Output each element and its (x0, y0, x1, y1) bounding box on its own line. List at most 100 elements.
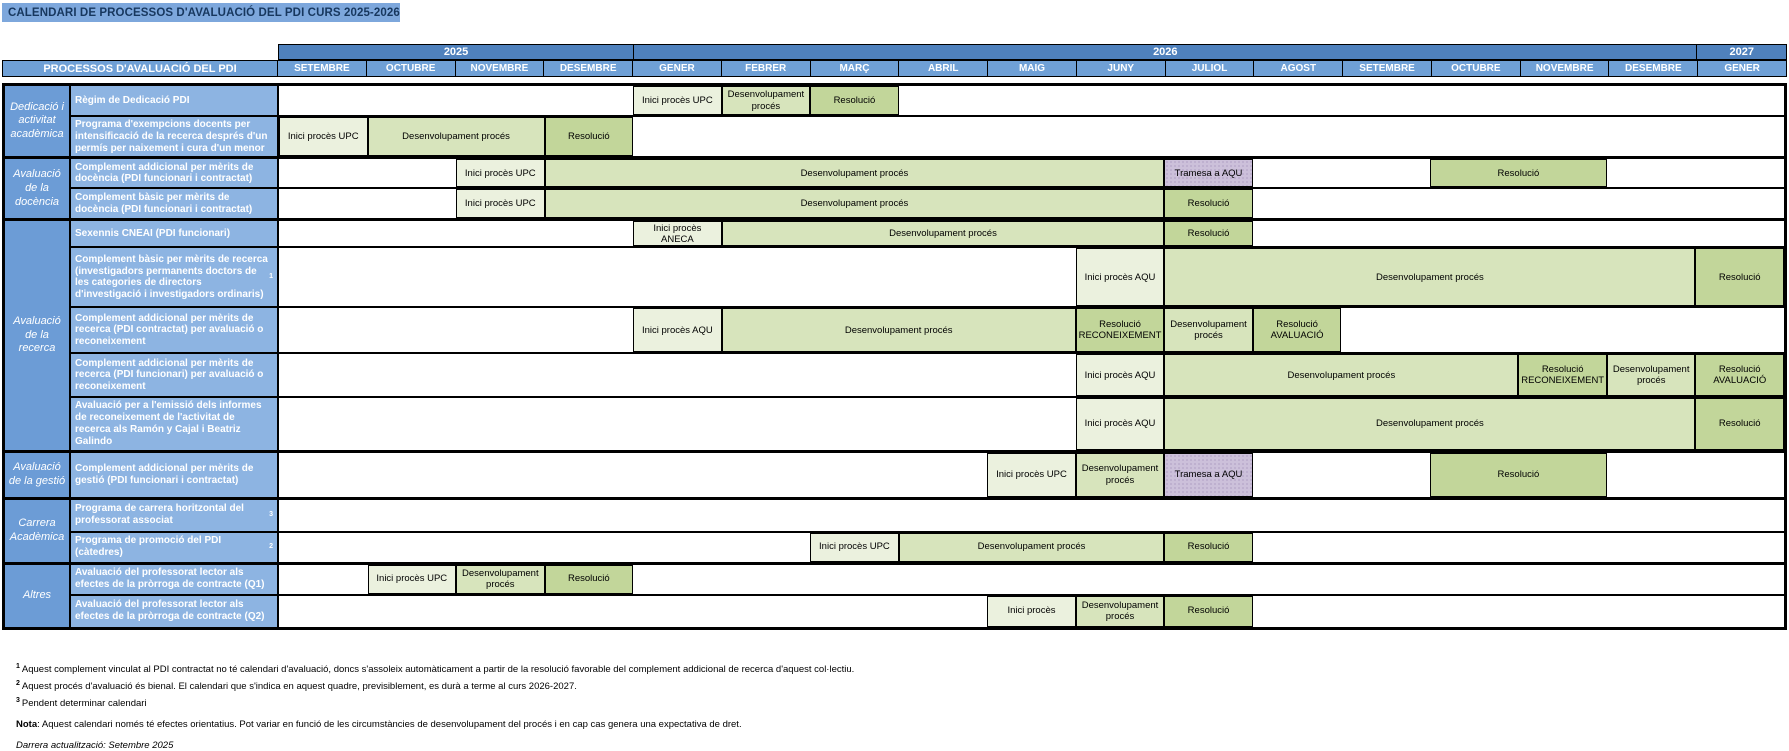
phase-block-inici: Inici procès ANECA (633, 221, 722, 247)
phase-block-resol: Resolució (1164, 189, 1253, 219)
table-corner-header: PROCESSOS D'AVALUACIÓ DEL PDI (2, 60, 278, 77)
year-header-corner-blank (2, 44, 278, 60)
phase-block-resol: Resolució AVALUACIÓ (1695, 354, 1784, 397)
month-header-3: NOVEMBRE (455, 60, 545, 77)
phase-block-resol: Resolució (1164, 532, 1253, 562)
process-name: Avaluació del professorat lector als efe… (71, 595, 279, 627)
category-cell: Altres (5, 564, 71, 627)
process-row: Complement addicional per mèrits de rece… (71, 308, 1784, 355)
page-title: CALENDARI DE PROCESSOS D'AVALUACIÓ DEL P… (2, 3, 400, 22)
process-row: Programa de carrera horitzontal del prof… (71, 499, 1784, 533)
phase-block-inici: Inici procès UPC (456, 159, 545, 188)
process-name: Avaluació del professorat lector als efe… (71, 564, 279, 594)
process-row: Avaluació per a l'emissió dels informes … (71, 398, 1784, 450)
process-row: Complement addicional per mèrits de gest… (71, 452, 1784, 497)
phase-block-desenv: Desenvolupament procés (1164, 398, 1696, 450)
category-cell: Dedicació i activitat acadèmica (5, 86, 71, 157)
month-header-11: JULIOL (1165, 60, 1255, 77)
phase-block-inici: Inici procès AQU (633, 308, 722, 353)
category-cell: Avaluació de la recerca (5, 221, 71, 450)
phase-block-resol: Resolució (1429, 159, 1607, 188)
phase-block-inici: Inici procès UPC (367, 564, 457, 594)
process-name: Complement addicional per mèrits de rece… (71, 354, 279, 397)
phase-block-desenv: Desenvolupament procés (1164, 354, 1519, 397)
phase-block-inici: Inici procès UPC (456, 189, 545, 219)
note-label: Nota (16, 719, 38, 731)
phase-block-desenv: Desenvolupament procés (721, 308, 1076, 353)
note-line: Nota: Aquest calendari només té efectes … (16, 719, 854, 730)
phase-block-desenv: Desenvolupament procés (721, 86, 811, 115)
phase-block-resol: Resolució (544, 564, 634, 594)
process-name: Règim de Dedicació PDI (71, 86, 279, 115)
month-header-6: FEBRER (721, 60, 811, 77)
year-header-2025: 2025 (278, 44, 635, 60)
phase-block-inici: Inici procès UPC (987, 452, 1076, 497)
month-header-8: ABRIL (899, 60, 989, 77)
process-row: Complement addicional per mèrits de docè… (71, 159, 1784, 190)
category-rows: Avaluació del professorat lector als efe… (71, 564, 1784, 627)
process-name: Complement bàsic per mèrits de recerca (… (71, 248, 279, 307)
phase-block-resol: Resolució RECONEIXEMENT (1518, 354, 1607, 397)
phase-block-tramesa: Tramesa a AQU (1164, 452, 1253, 497)
month-header-10: JUNY (1076, 60, 1166, 77)
header-spacer (2, 77, 1787, 83)
process-name: Avaluació per a l'emissió dels informes … (71, 398, 279, 450)
month-header-1: SETEMBRE (278, 60, 367, 77)
note-text: : Aquest calendari només té efectes orie… (37, 719, 742, 731)
phase-block-resol: Resolució RECONEIXEMENT (1075, 308, 1165, 353)
phase-block-resol: Resolució (1695, 398, 1784, 450)
month-header-15: NOVEMBRE (1520, 60, 1610, 77)
process-row: Complement bàsic per mèrits de recerca (… (71, 248, 1784, 309)
month-header-16: DESEMBRE (1609, 60, 1699, 77)
process-name: Programa d'exempcions docents per intens… (71, 117, 279, 157)
process-name: Complement addicional per mèrits de rece… (71, 308, 279, 353)
phase-block-resol: Resolució (810, 86, 899, 115)
phase-block-inici: Inici procès AQU (1075, 248, 1165, 307)
phase-block-inici: Inici procès (987, 595, 1076, 627)
category-cell: Avaluació de la gestió (5, 452, 71, 497)
phase-block-inici: Inici procès AQU (1075, 354, 1165, 397)
process-row: Sexennis CNEAI (PDI funcionari)Inici pro… (71, 221, 1784, 249)
phase-block-tramesa: Tramesa a AQU (1164, 159, 1253, 188)
month-header-5: GENER (633, 60, 722, 77)
process-name: Complement addicional per mèrits de gest… (71, 452, 279, 497)
phase-block-desenv: Desenvolupament procés (367, 117, 545, 157)
phase-block-desenv: Desenvolupament procés (544, 189, 1165, 219)
process-row: Complement bàsic per mèrits de docència … (71, 189, 1784, 219)
phase-block-resol: Resolució (1695, 248, 1784, 307)
month-header-4: DESEMBRE (544, 60, 634, 77)
category-rows: Complement addicional per mèrits de gest… (71, 452, 1784, 497)
phase-block-desenv: Desenvolupament procés (1164, 248, 1696, 307)
phase-block-resol: Resolució (1164, 595, 1253, 627)
category-rows: Sexennis CNEAI (PDI funcionari)Inici pro… (71, 221, 1784, 450)
phase-block-desenv: Desenvolupament procés (544, 159, 1165, 188)
year-header-2027: 2027 (1697, 44, 1788, 60)
phase-block-inici: Inici procès UPC (279, 117, 368, 157)
category-rows: Complement addicional per mèrits de docè… (71, 159, 1784, 219)
category-cell: Carrera Acadèmica (5, 499, 71, 562)
